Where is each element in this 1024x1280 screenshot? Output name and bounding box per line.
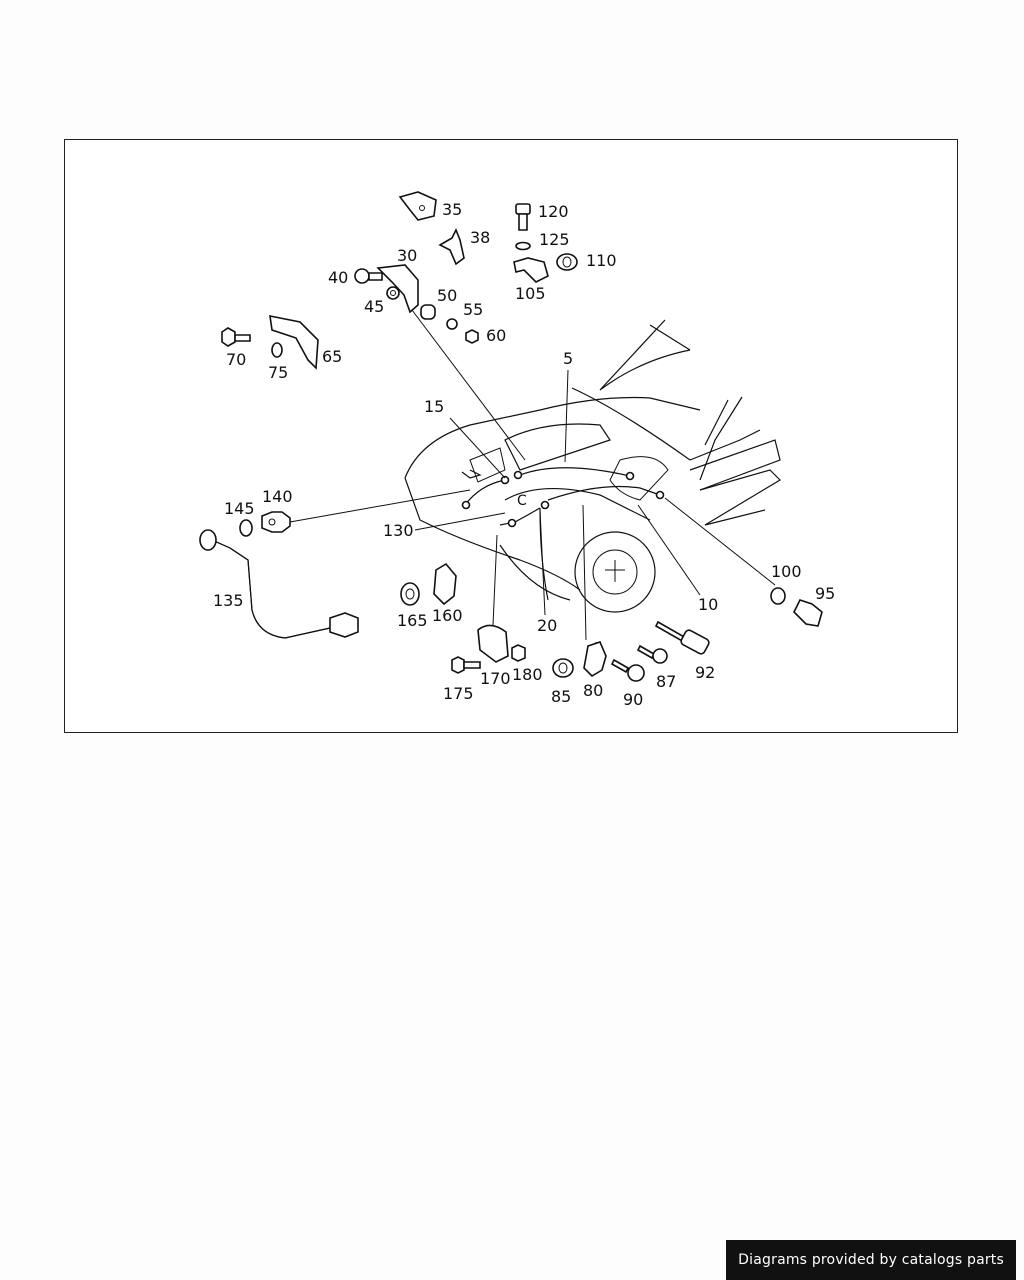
part-38-clip (438, 228, 465, 266)
part-70-bolt (221, 327, 236, 347)
callout-20: 20 (537, 616, 557, 635)
callout-130: 130 (383, 521, 414, 540)
part-180-nut (511, 644, 526, 662)
part-75-washer (271, 342, 283, 358)
part-35-bracket (398, 191, 437, 221)
callout-38: 38 (470, 228, 490, 247)
callout-65: 65 (322, 347, 342, 366)
callout-165: 165 (397, 611, 428, 630)
callout-180: 180 (512, 665, 543, 684)
part-50-bushing (420, 304, 436, 320)
part-85-grommet (552, 658, 574, 678)
svg-text:C: C (517, 493, 527, 509)
callout-87: 87 (656, 672, 676, 691)
part-55-washer (446, 318, 458, 330)
callout-70: 70 (226, 350, 246, 369)
part-160-clamp (433, 562, 457, 606)
callout-135: 135 (213, 591, 244, 610)
part-125-washer (515, 241, 531, 251)
callout-120: 120 (538, 202, 569, 221)
part-80-clamp (583, 641, 607, 678)
callout-145: 145 (224, 499, 255, 518)
callout-60: 60 (486, 326, 506, 345)
callout-170: 170 (480, 669, 511, 688)
callout-92: 92 (695, 663, 715, 682)
callout-45: 45 (364, 297, 384, 316)
car-body-illustration: C (404, 319, 781, 613)
callout-90: 90 (623, 690, 643, 709)
callout-105: 105 (515, 284, 546, 303)
callout-175: 175 (443, 684, 474, 703)
parts-diagram: C (199, 191, 835, 709)
callout-125: 125 (539, 230, 570, 249)
part-175-bolt (451, 656, 465, 674)
part-170-grommet (477, 624, 509, 663)
callout-35: 35 (442, 200, 462, 219)
callout-30: 30 (397, 246, 417, 265)
part-95-bolt (793, 599, 823, 627)
leader-lines (289, 309, 776, 649)
part-120-bolt (515, 203, 531, 215)
callout-100: 100 (771, 562, 802, 581)
callout-labels: 5 10 15 20 30 35 38 40 45 50 55 60 65 70… (213, 200, 835, 709)
part-65-bracket (269, 314, 319, 370)
part-145-washer (239, 519, 253, 537)
callout-10: 10 (698, 595, 718, 614)
part-drawings (199, 191, 823, 682)
callout-5: 5 (563, 349, 573, 368)
callout-95: 95 (815, 584, 835, 603)
part-40-bolt (354, 268, 370, 284)
callout-40: 40 (328, 268, 348, 287)
part-140-fitting (261, 511, 291, 533)
diagram-frame (64, 139, 958, 733)
callout-15: 15 (424, 397, 444, 416)
part-105-clamp (513, 257, 549, 283)
part-45-grommet (386, 286, 400, 300)
part-110-grommet (556, 253, 578, 271)
callout-75: 75 (268, 363, 288, 382)
part-87-bolt (636, 644, 656, 660)
callout-160: 160 (432, 606, 463, 625)
part-135-hose (211, 539, 331, 639)
callout-140: 140 (262, 487, 293, 506)
callout-85: 85 (551, 687, 571, 706)
callout-55: 55 (463, 300, 483, 319)
part-60-nut (465, 329, 479, 344)
credit-banner: Diagrams provided by catalogs parts (726, 1240, 1016, 1280)
part-165-grommet (400, 582, 420, 606)
part-100-washer (770, 587, 786, 605)
callout-110: 110 (586, 251, 617, 270)
callout-80: 80 (583, 681, 603, 700)
part-90-bolt (610, 658, 630, 674)
brake-lines (461, 467, 665, 601)
callout-50: 50 (437, 286, 457, 305)
